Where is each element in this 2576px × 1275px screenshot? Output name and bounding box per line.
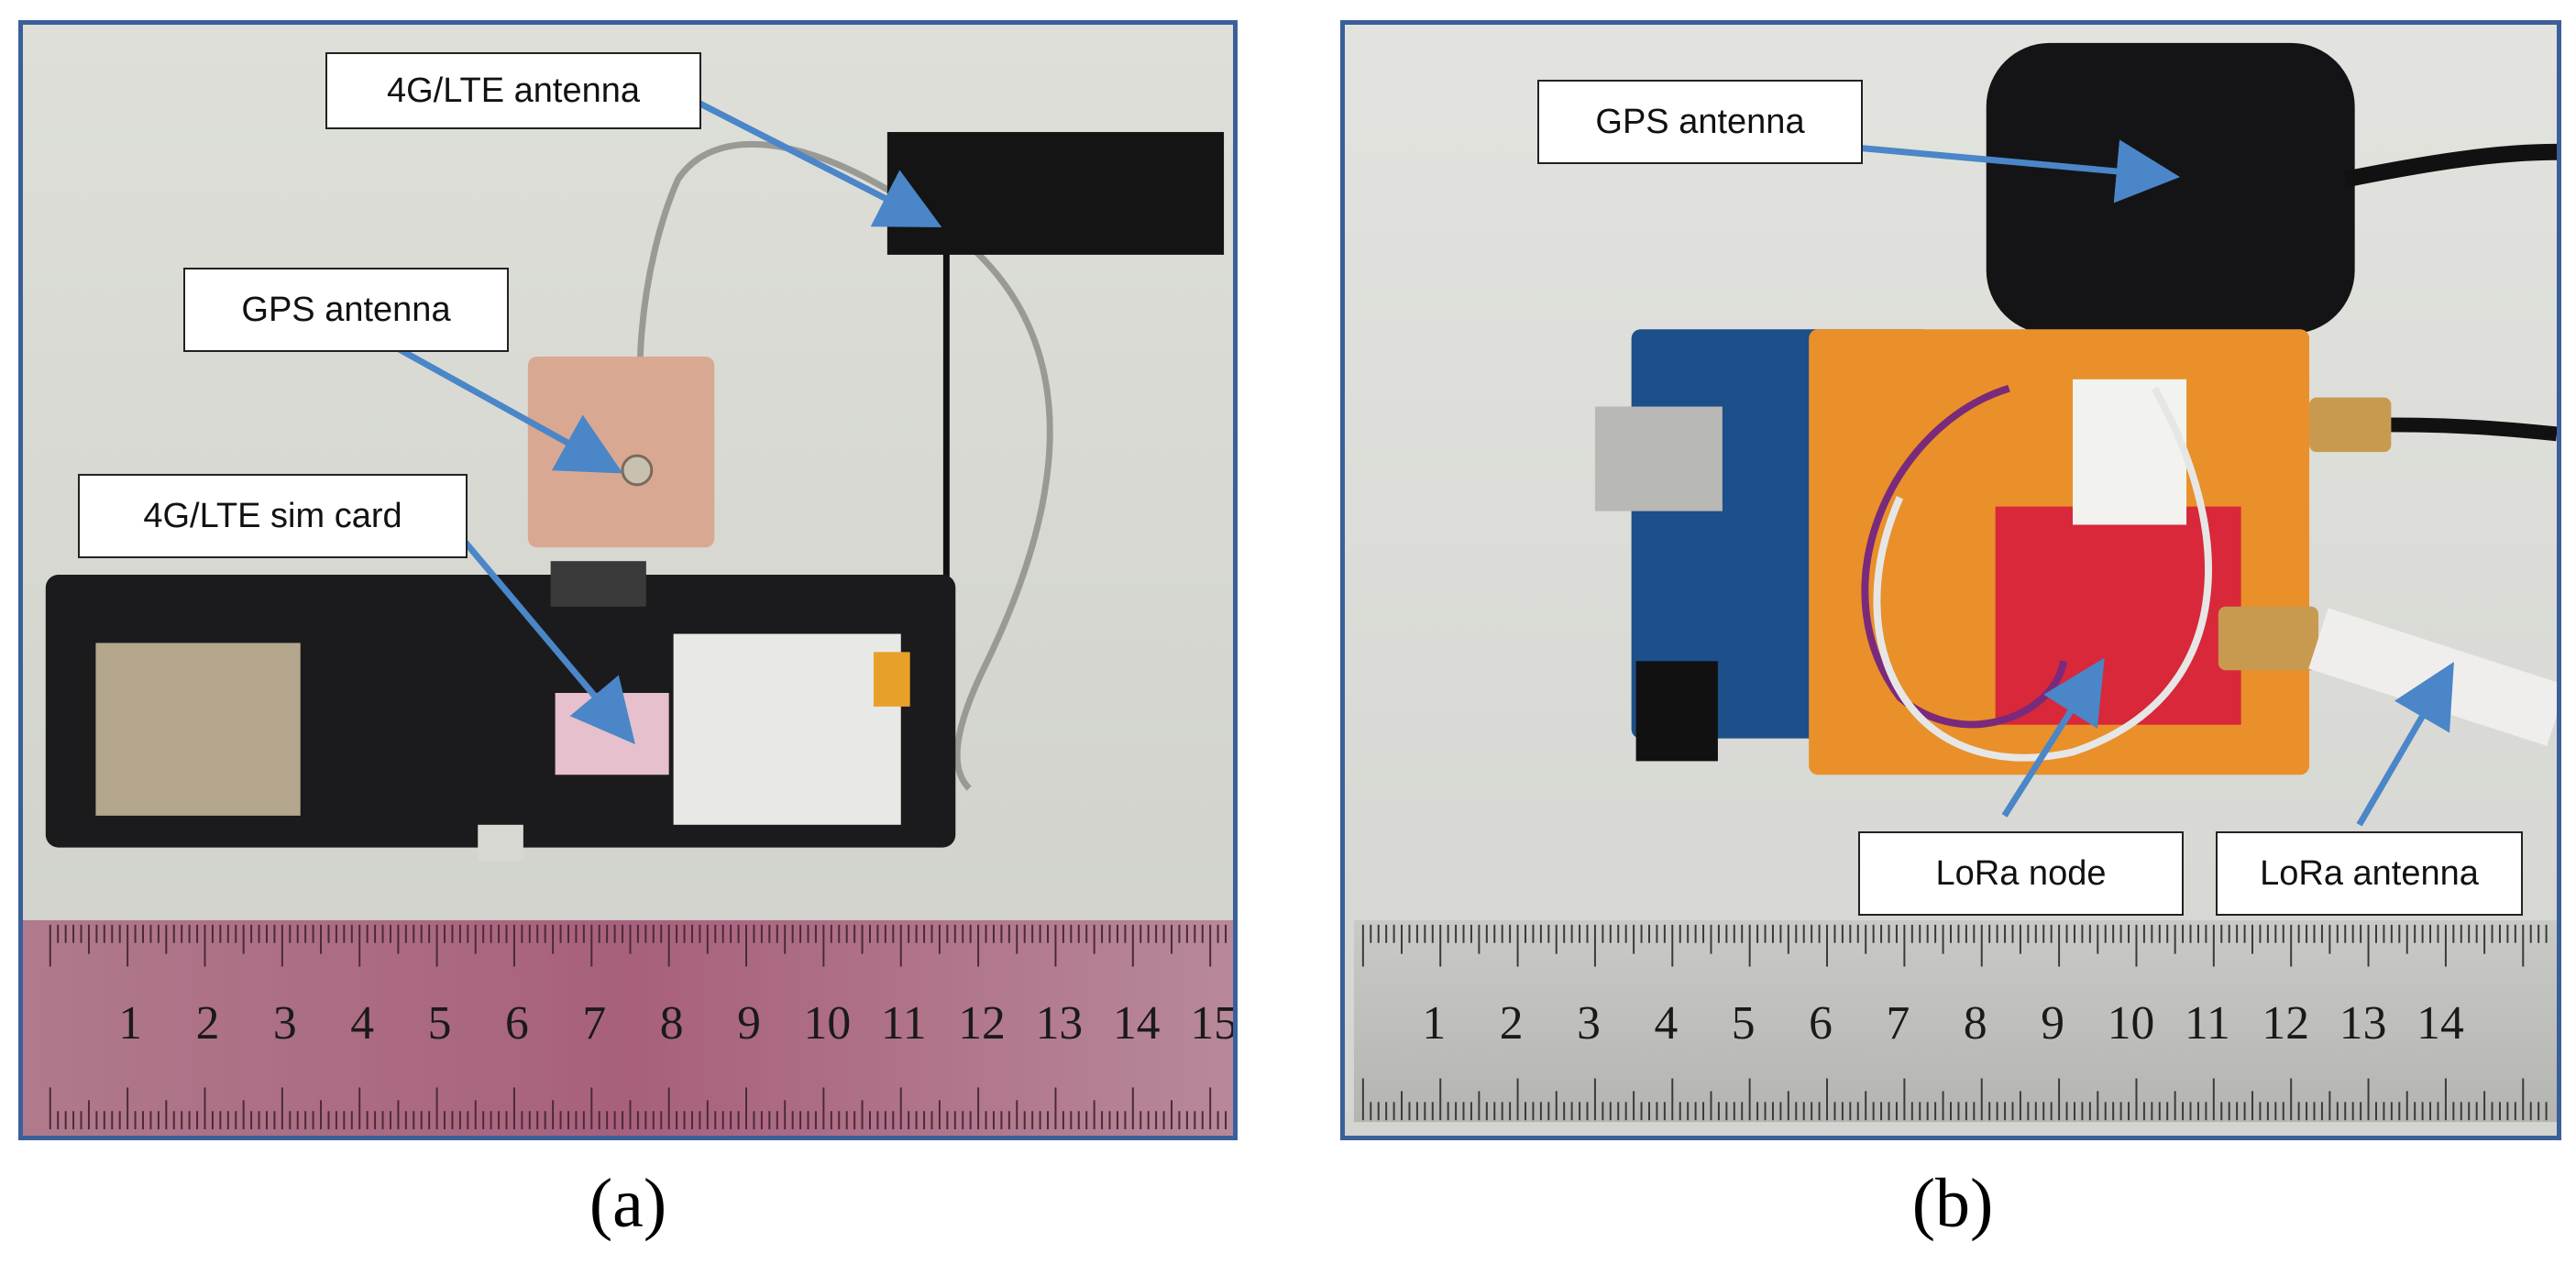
ruler-number: 2 — [1500, 997, 1524, 1050]
ruler-number: 11 — [881, 997, 927, 1050]
photo-b-illustration: 1 2 3 4 5 6 7 8 9 10 11 12 13 14 — [1345, 25, 2557, 1136]
ruler-number: 9 — [2041, 997, 2064, 1050]
ruler-number: 4 — [350, 997, 374, 1050]
callout-gps-antenna-b: GPS antenna — [1537, 80, 1863, 164]
sim-card-slot — [555, 692, 669, 775]
arrow-gps-antenna — [394, 345, 623, 474]
ruler-number: 10 — [804, 997, 852, 1050]
arrow-lora-node — [2001, 657, 2105, 818]
callout-sim-card: 4G/LTE sim card — [78, 474, 468, 558]
caption-a: (a) — [589, 1165, 667, 1242]
ruler-numbers-b: 1 2 3 4 5 6 7 8 9 10 11 12 13 14 — [1422, 997, 2463, 1050]
ruler-number: 7 — [1887, 997, 1910, 1050]
ruler-number: 5 — [428, 997, 452, 1050]
ruler-number: 12 — [958, 997, 1006, 1050]
ruler-number: 1 — [1422, 997, 1446, 1050]
esp32-module — [95, 643, 301, 816]
ruler-number: 15 — [1190, 997, 1233, 1050]
ruler-ticks-a — [49, 924, 1227, 1130]
ruler-number: 8 — [1964, 997, 1987, 1050]
ruler-number: 4 — [1654, 997, 1678, 1050]
ruler-number: 12 — [2262, 997, 2309, 1050]
ruler-number: 1 — [118, 997, 142, 1050]
ruler-number: 2 — [196, 997, 220, 1050]
callout-lora-node: LoRa node — [1858, 831, 2184, 916]
callout-lora-antenna: LoRa antenna — [2216, 831, 2523, 916]
ruler-number: 8 — [660, 997, 684, 1050]
lte-flex-antenna — [886, 132, 1225, 255]
l80-gps-module — [2072, 379, 2187, 525]
ruler-number: 7 — [582, 997, 606, 1050]
gps-puck-antenna — [1986, 42, 2355, 335]
ruler-b — [1353, 919, 2557, 1123]
ruler-number: 3 — [1577, 997, 1601, 1050]
ruler-a — [23, 919, 1233, 1136]
photo-panel-a: 1 2 3 4 5 6 7 8 9 10 11 12 13 14 15 4G/L… — [18, 20, 1238, 1140]
ruler-number: 11 — [2185, 997, 2230, 1050]
caption-b: (b) — [1911, 1165, 1994, 1242]
ruler-number: 13 — [1036, 997, 1084, 1050]
ruler-number: 3 — [273, 997, 297, 1050]
arrow-lora-antenna — [2356, 662, 2454, 827]
sim7000-module — [673, 633, 901, 825]
ruler-number: 9 — [737, 997, 761, 1050]
photo-a-illustration: 1 2 3 4 5 6 7 8 9 10 11 12 13 14 15 — [23, 25, 1233, 1136]
ruler-numbers-a: 1 2 3 4 5 6 7 8 9 10 11 12 13 14 15 — [118, 997, 1233, 1050]
ruler-number: 14 — [1113, 997, 1161, 1050]
arrow-gps-antenna-b — [1854, 139, 2180, 203]
ruler-number: 10 — [2108, 997, 2155, 1050]
ruler-number: 5 — [1732, 997, 1756, 1050]
ruler-number: 14 — [2416, 997, 2464, 1050]
gps-patch-antenna — [527, 357, 715, 548]
ruler-ticks-b — [1361, 924, 2548, 1121]
callout-gps-antenna: GPS antenna — [183, 268, 509, 352]
ruler-number: 6 — [505, 997, 529, 1050]
callout-lte-antenna: 4G/LTE antenna — [325, 52, 701, 129]
ruler-number: 6 — [1809, 997, 1833, 1050]
ruler-number: 13 — [2339, 997, 2387, 1050]
arrow-sim-card — [447, 522, 635, 744]
photo-panel-b: 1 2 3 4 5 6 7 8 9 10 11 12 13 14 GPS ant… — [1340, 20, 2561, 1140]
arrow-lte-antenna — [689, 96, 942, 227]
